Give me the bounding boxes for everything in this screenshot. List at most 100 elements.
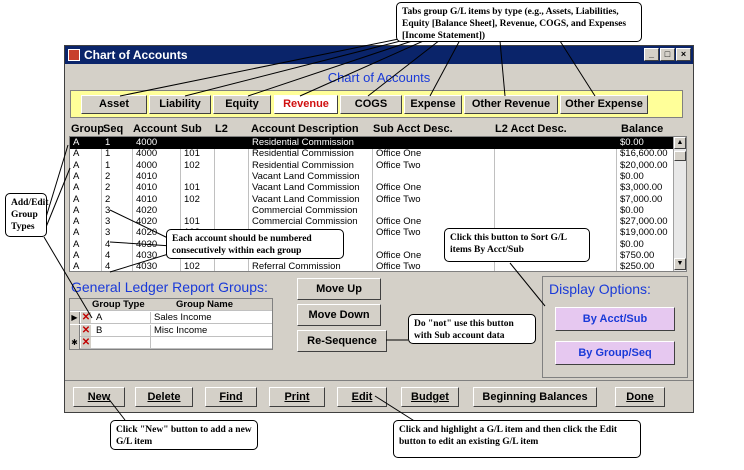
table-cell: 2 (105, 193, 111, 205)
tab-liability[interactable]: Liability (149, 95, 211, 114)
tab-asset[interactable]: Asset (81, 95, 147, 114)
budget-button[interactable]: Budget (401, 387, 459, 407)
print-button[interactable]: Print (269, 387, 325, 407)
move-up-button[interactable]: Move Up (297, 278, 381, 300)
edit-button[interactable]: Edit (337, 387, 387, 407)
table-cell: 4010 (136, 182, 158, 194)
table-cell: 4010 (136, 170, 158, 182)
table-cell: Vacant Land Commission (252, 170, 360, 182)
tab-expense[interactable]: Expense (404, 95, 462, 114)
report-groups-header: Group Type Group Name (70, 299, 272, 311)
report-group-row[interactable]: ✱✕ (70, 337, 272, 349)
tab-equity[interactable]: Equity (213, 95, 271, 114)
sort-by-group-seq-button[interactable]: By Group/Seq (555, 341, 675, 365)
table-cell: Referral Commission (252, 261, 341, 272)
col-header-l2-desc: L2 Acct Desc. (495, 123, 567, 135)
group-name-cell[interactable]: Misc Income (154, 324, 208, 336)
row-selector-icon[interactable] (70, 324, 80, 337)
scroll-up-arrow-icon[interactable]: ▲ (674, 137, 686, 149)
table-cell: Office One (376, 182, 422, 194)
new-button[interactable]: New (73, 387, 125, 407)
col-header-group: Group (71, 123, 104, 135)
callout-edit: Click and highlight a G/L item and then … (393, 420, 641, 458)
beginning-balances-button[interactable]: Beginning Balances (473, 387, 597, 407)
table-cell: Office Two (376, 193, 421, 205)
table-cell: 102 (184, 159, 200, 171)
table-cell: Vacant Land Commission (252, 193, 360, 205)
tab-other-expense[interactable]: Other Expense (560, 95, 648, 114)
table-cell: Office One (376, 216, 422, 228)
tab-revenue[interactable]: Revenue (274, 95, 338, 114)
row-selector-icon[interactable]: ▶ (70, 312, 80, 324)
minimize-button[interactable]: _ (644, 48, 659, 61)
table-cell: A (73, 238, 80, 250)
callout-new: Click "New" button to add a new G/L item (110, 420, 258, 450)
scroll-thumb[interactable] (674, 151, 686, 161)
tab-other-revenue[interactable]: Other Revenue (464, 95, 558, 114)
scroll-down-arrow-icon[interactable]: ▼ (674, 258, 686, 270)
table-cell: 101 (184, 216, 200, 228)
sort-by-acct-sub-button[interactable]: By Acct/Sub (555, 307, 675, 331)
report-group-row[interactable]: ▶✕ A Sales Income (70, 312, 272, 324)
bottom-toolbar: New Delete Find Print Edit Budget Beginn… (65, 380, 693, 413)
table-cell: A (73, 204, 80, 216)
report-group-row[interactable]: ✕ B Misc Income (70, 324, 272, 337)
col-header-sub: Sub (181, 123, 202, 135)
table-cell: Residential Commission (252, 159, 354, 171)
table-cell: 1 (105, 159, 111, 171)
delete-button[interactable]: Delete (135, 387, 193, 407)
row-selector-icon[interactable]: ✱ (70, 337, 80, 349)
table-cell: 3 (105, 227, 111, 239)
group-type-cell[interactable]: B (96, 324, 103, 336)
find-button[interactable]: Find (205, 387, 257, 407)
table-cell: 4030 (136, 261, 158, 272)
group-name-cell[interactable]: Sales Income (154, 312, 212, 323)
table-cell: Vacant Land Commission (252, 182, 360, 194)
done-button[interactable]: Done (615, 387, 665, 407)
col-header-balance: Balance (621, 123, 664, 135)
table-cell: $20,000.00 (620, 159, 668, 171)
table-cell: 4010 (136, 193, 158, 205)
table-cell: A (73, 148, 80, 160)
table-cell: 3 (105, 216, 111, 228)
table-cell: $7,000.00 (620, 193, 663, 205)
window-title: Chart of Accounts (84, 48, 188, 62)
callout-add-edit-groups: Add/Edit Group Types (5, 193, 49, 237)
group-type-cell[interactable]: A (96, 312, 103, 323)
delete-row-icon[interactable]: ✕ (81, 324, 91, 336)
callout-numbered: Each account should be numbered consecut… (166, 229, 344, 259)
table-cell: A (73, 137, 80, 148)
table-cell: $27,000.00 (620, 216, 668, 228)
table-cell: Commercial Commission (252, 216, 358, 228)
table-cell: $250.00 (620, 261, 655, 272)
table-cell: 101 (184, 148, 200, 160)
app-icon (68, 49, 80, 61)
col-header-description: Account Description (251, 123, 359, 135)
tab-cogs[interactable]: COGS (340, 95, 402, 114)
col-header-sub-desc: Sub Acct Desc. (373, 123, 453, 135)
title-bar: Chart of Accounts _ □ × (65, 46, 693, 64)
table-cell: 4 (105, 261, 111, 272)
resequence-button[interactable]: Re-Sequence (297, 330, 387, 352)
move-down-button[interactable]: Move Down (297, 304, 381, 326)
maximize-button[interactable]: □ (660, 48, 675, 61)
delete-row-icon[interactable]: ✕ (81, 312, 91, 323)
callout-tabs: Tabs group G/L items by type (e.g., Asse… (396, 2, 642, 42)
table-cell: 4000 (136, 137, 158, 148)
table-cell: 2 (105, 182, 111, 194)
grid-scrollbar[interactable]: ▲ ▼ (673, 137, 686, 271)
col-header-seq: Seq (103, 123, 124, 135)
close-button[interactable]: × (676, 48, 691, 61)
delete-row-icon[interactable]: ✕ (81, 337, 91, 348)
